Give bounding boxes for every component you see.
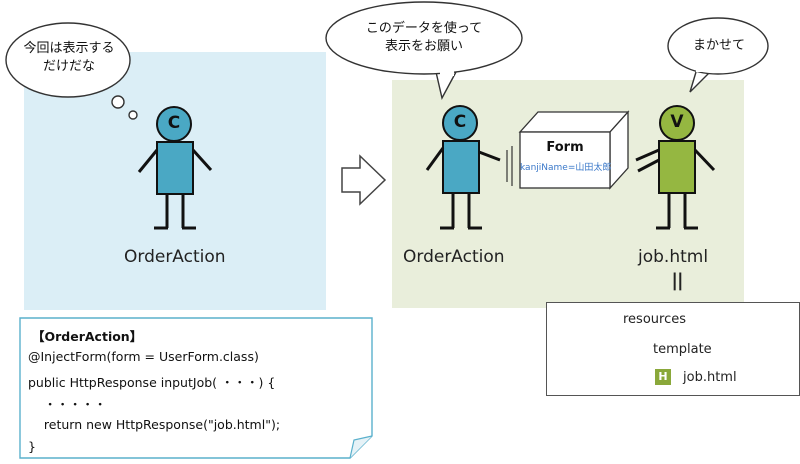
tree-item-resources[interactable]: resources — [623, 312, 687, 327]
view-figure — [635, 105, 716, 230]
code-line: return new HttpResponse("job.html"); — [28, 417, 281, 432]
speech-line-2: 表示をお願い — [384, 39, 463, 54]
controller-badge-letter: C — [167, 113, 181, 133]
transition-arrow — [341, 154, 387, 206]
thought-line-1: 今回は表示する — [23, 41, 115, 56]
file-tree-panel: resources template H job.html — [546, 302, 800, 396]
right-controller-label: OrderAction — [403, 247, 505, 267]
view-label: job.html — [638, 247, 709, 267]
equals-sign: || — [671, 270, 683, 291]
form-box — [518, 110, 630, 190]
left-controller-label: OrderAction — [124, 247, 226, 267]
code-line: @InjectForm(form = UserForm.class) — [28, 349, 259, 364]
view-speech-bubble — [667, 17, 769, 93]
form-box-value: kanjiName=山田太郎 — [520, 163, 612, 173]
controller-badge-letter: C — [453, 112, 467, 132]
controller-speech-bubble — [325, 1, 523, 100]
view-badge-letter: V — [670, 112, 684, 132]
motion-lines — [506, 146, 513, 186]
thought-bubble-text: 今回は表示する だけだな — [20, 40, 118, 76]
speech-line-1: このデータを使って — [365, 21, 483, 36]
code-card — [19, 317, 373, 459]
tree-item-job-html[interactable]: job.html — [683, 370, 737, 385]
code-block: 【OrderAction】 @InjectForm(form = UserFor… — [20, 318, 372, 458]
view-speech-text: まかせて — [692, 38, 745, 53]
code-line: public HttpResponse inputJob( ・・・) { — [28, 375, 276, 390]
code-line: } — [28, 439, 36, 454]
tree-item-template[interactable]: template — [653, 342, 712, 357]
controller-speech-text: このデータを使って 表示をお願い — [344, 20, 504, 56]
thought-bubble — [5, 22, 138, 120]
code-line: ・・・・・ — [28, 397, 107, 412]
html-file-icon: H — [655, 369, 671, 385]
thought-line-2: だけだな — [42, 59, 95, 74]
left-controller-figure — [137, 106, 213, 230]
form-box-title: Form — [546, 140, 584, 155]
right-controller-figure — [425, 105, 501, 230]
code-title: 【OrderAction】 — [32, 329, 143, 344]
